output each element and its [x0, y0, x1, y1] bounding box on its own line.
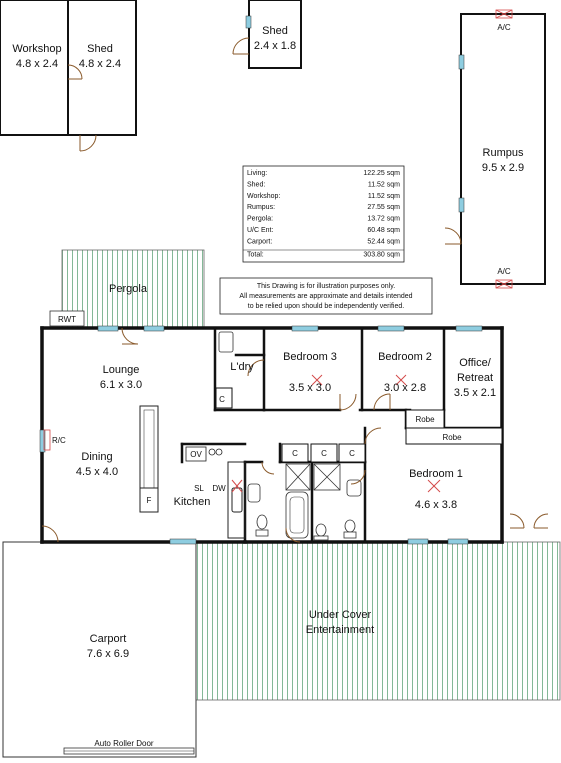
- carport-dims: 7.6 x 6.9: [87, 648, 129, 660]
- kitchen-bench: [227, 461, 246, 539]
- rumpus-building: [444, 13, 546, 285]
- laundry-tub-icon: [218, 331, 234, 353]
- area-row-label: Pergola:: [247, 216, 273, 223]
- bedroom3-dims: 3.5 x 3.0: [289, 382, 331, 394]
- pergola-name: Pergola: [109, 283, 148, 295]
- area-row-label: Workshop:: [247, 193, 280, 200]
- ac-unit-bottom-icon: [495, 279, 513, 289]
- workshop-shed-building: [0, 0, 137, 152]
- carport-name: Carport: [90, 633, 127, 645]
- basin-icon: [247, 479, 362, 503]
- area-row-value: 60.48 sqm: [367, 227, 400, 234]
- office-name-line1: Office/: [459, 357, 492, 369]
- area-row-value: 11.52 sqm: [368, 193, 400, 200]
- area-row-value: 11.52 sqm: [368, 181, 400, 188]
- cupboard-label-2: C: [321, 449, 327, 458]
- lounge-name: Lounge: [103, 364, 140, 376]
- hall-cupboards: [281, 443, 366, 463]
- area-row-value: 303.80 sqm: [363, 251, 400, 258]
- oven-label: OV: [190, 450, 202, 459]
- sink-label: SL: [194, 484, 204, 493]
- robe-lower-label: Robe: [442, 433, 462, 442]
- area-row-label: Living:: [247, 170, 267, 177]
- cupboard-label-3: C: [349, 449, 355, 458]
- shed-left-dims: 4.8 x 2.4: [79, 58, 121, 70]
- carport: [2, 541, 197, 758]
- pergola-area: [61, 249, 205, 329]
- oven-icon: [185, 446, 207, 462]
- doors: [41, 327, 549, 543]
- disclaimer-line-2: All measurements are approximate and det…: [239, 293, 412, 300]
- small-shed-building: [232, 0, 302, 69]
- shed-small-name: Shed: [262, 25, 288, 37]
- bedroom3-name: Bedroom 3: [283, 351, 337, 363]
- bathtub-icon: [285, 491, 309, 539]
- toilet-icon: [255, 514, 357, 541]
- under-cover-entertainment-area: [195, 541, 561, 701]
- area-row-label: Rumpus:: [247, 204, 275, 211]
- uce-name-line2: Entertainment: [306, 624, 374, 636]
- disclaimer-line-3: to be relied upon should be independentl…: [248, 303, 405, 310]
- workshop-dims: 4.8 x 2.4: [16, 58, 58, 70]
- area-row-label: Carport:: [247, 238, 272, 245]
- area-row-value: 122.25 sqm: [363, 170, 400, 177]
- dining-dims: 4.5 x 4.0: [76, 466, 118, 478]
- robe-bedroom1: [405, 427, 503, 445]
- range-hood-icon: [208, 448, 223, 456]
- area-row-label: Shed:: [247, 181, 265, 188]
- windows: [39, 325, 483, 545]
- office-name-line2: Retreat: [457, 372, 493, 384]
- lounge-dims: 6.1 x 3.0: [100, 379, 142, 391]
- bedroom2-name: Bedroom 2: [378, 351, 432, 363]
- laundry-cupboard-label: C: [219, 395, 225, 404]
- area-row-value: 52.44 sqm: [367, 238, 400, 245]
- light-fixture-icon: [231, 374, 441, 493]
- office-dims: 3.5 x 2.1: [454, 387, 496, 399]
- shed-small-dims: 2.4 x 1.8: [254, 40, 296, 52]
- shower-icon: [285, 463, 341, 491]
- bedroom1-dims: 4.6 x 3.8: [415, 499, 457, 511]
- rwt-tank: [49, 310, 85, 327]
- ac-bottom-label: A/C: [497, 267, 511, 276]
- dining-name: Dining: [81, 451, 112, 463]
- workshop-name: Workshop: [12, 43, 61, 55]
- bedroom1-name: Bedroom 1: [409, 468, 463, 480]
- rc-unit-icon: [43, 429, 51, 451]
- rc-label: R/C: [52, 436, 66, 445]
- auto-roller-door-label: Auto Roller Door: [94, 739, 153, 748]
- disclaimer-box: This Drawing is for illustration purpose…: [219, 277, 433, 315]
- cupboard-label-1: C: [292, 449, 298, 458]
- dishwasher-label: DW: [212, 484, 226, 493]
- ac-unit-top-icon: [495, 9, 513, 19]
- area-row-label: Total:: [247, 251, 264, 258]
- bedroom2-dims: 3.0 x 2.8: [384, 382, 426, 394]
- area-row-value: 13.72 sqm: [367, 216, 400, 223]
- kitchen-name: Kitchen: [174, 496, 211, 508]
- uce-name-line1: Under Cover: [309, 609, 372, 621]
- area-row-label: U/C Ent:: [247, 227, 274, 234]
- rumpus-name: Rumpus: [483, 147, 524, 159]
- kitchen-island: [139, 405, 159, 513]
- robe-upper-label: Robe: [415, 415, 435, 424]
- fridge-label: F: [147, 496, 152, 505]
- rumpus-dims: 9.5 x 2.9: [482, 162, 524, 174]
- shed-left-name: Shed: [87, 43, 113, 55]
- rwt-label: RWT: [58, 315, 76, 324]
- laundry-name: L'dry: [230, 361, 254, 373]
- ac-top-label: A/C: [497, 23, 511, 32]
- disclaimer-line-1: This Drawing is for illustration purpose…: [257, 283, 395, 290]
- area-row-value: 27.55 sqm: [367, 204, 400, 211]
